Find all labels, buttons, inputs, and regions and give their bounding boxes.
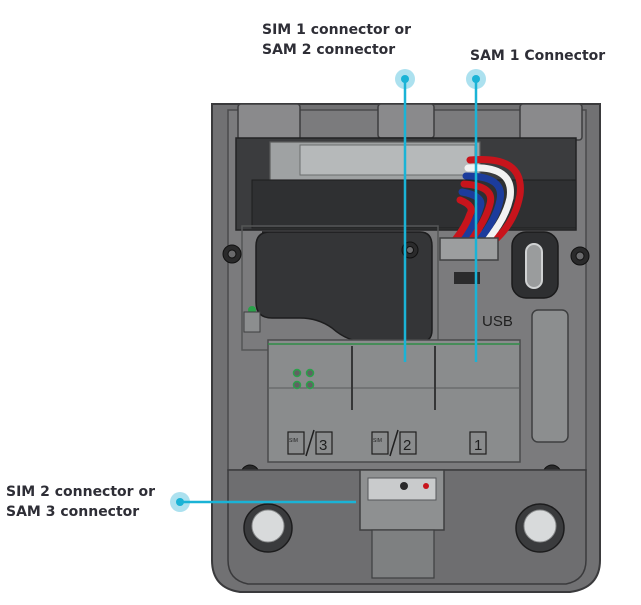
clip-tab-left: [243, 311, 261, 333]
sam1-label-line: SAM 1 Connector: [470, 48, 606, 64]
reader-module: [255, 231, 433, 343]
slot-middle-number: 2: [403, 437, 411, 454]
top-clip-left: [237, 103, 301, 141]
sim2-sam3-callout-label: SIM 2 connector or SAM 3 connector: [6, 482, 155, 522]
sim1-sam2-label-line1: SIM 1 connector or: [262, 22, 411, 38]
slot-left-icon-text: SIM: [289, 438, 298, 444]
right-side-slot: [531, 309, 569, 443]
usb-label: USB: [482, 313, 513, 330]
sim2-slot-red-marker: [423, 483, 429, 489]
battery-cable-bundle: [451, 155, 524, 244]
callout-sim2-sam3: [170, 492, 356, 512]
slot-left-number: 3: [319, 437, 327, 454]
callout-sam1: [466, 69, 486, 362]
slot-icon-left: SIM 3: [287, 429, 333, 457]
top-clip-right: [519, 103, 583, 141]
battery-cell-strip: [251, 179, 577, 229]
usb-c-port-icon: [525, 243, 543, 289]
battery-pack-label: [299, 144, 476, 176]
cable-connector-small: [454, 272, 480, 284]
sim2-sam3-label-line1: SIM 2 connector or: [6, 484, 155, 500]
round-button-right: [515, 503, 565, 553]
slot-icon-right: 1: [469, 431, 487, 455]
sam1-callout-label: SAM 1 Connector: [470, 46, 605, 66]
sim1-sam2-callout-label: SIM 1 connector or SAM 2 connector: [262, 20, 411, 60]
contact-dots: [292, 368, 315, 390]
callout-sim1-sam2: [395, 69, 415, 362]
sim2-slot-indicator: [400, 482, 408, 490]
round-button-left: [243, 503, 293, 553]
slot-right-number: 1: [474, 437, 482, 454]
sim2-sam3-label-line2: SAM 3 connector: [6, 504, 140, 520]
sim1-sam2-label-line2: SAM 2 connector: [262, 42, 396, 58]
slot-icon-middle: SIM 2: [371, 429, 417, 457]
cable-connector: [439, 237, 499, 261]
slot-middle-icon-text: SIM: [373, 438, 382, 444]
bottom-channel: [371, 529, 435, 579]
